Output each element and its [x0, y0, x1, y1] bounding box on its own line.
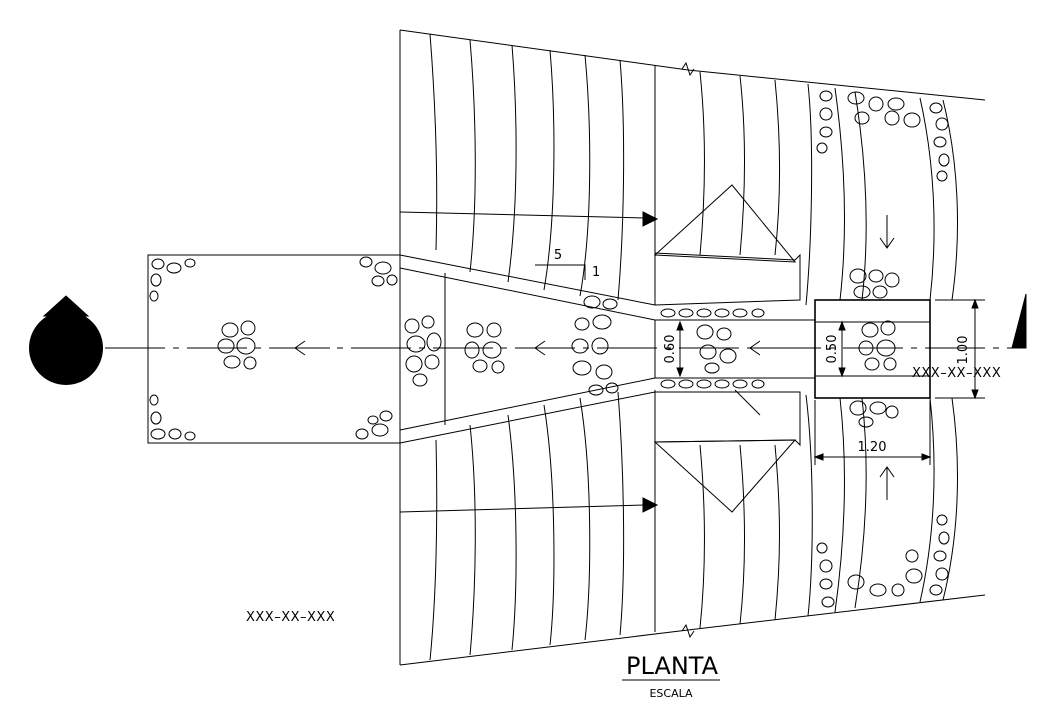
channel-wall-bottom-inner	[399, 377, 656, 431]
stones-inlet	[858, 320, 897, 371]
road-edge	[834, 397, 846, 613]
stones-bank-right-bottom	[816, 514, 950, 608]
flow-arrow	[534, 340, 570, 356]
slope-rise-label: 1	[592, 265, 600, 280]
embankment-top-edge	[399, 29, 986, 101]
break-symbol-bottom	[681, 623, 695, 639]
riprap-stones	[149, 90, 950, 608]
dim-box-length-label: 1.20	[858, 440, 887, 455]
stones-channel-1	[404, 315, 442, 387]
slope-line	[699, 444, 705, 629]
slope-line	[429, 439, 438, 661]
stones-road-top	[847, 91, 921, 299]
embankment-top	[399, 29, 986, 306]
stones-throat	[660, 308, 765, 389]
inlet-box	[814, 299, 931, 399]
apron-outline	[147, 254, 401, 444]
dimension-box-width: 1.00	[935, 298, 985, 400]
wingwall-top	[653, 184, 797, 263]
flow-arrow	[294, 340, 330, 356]
slope-run-label: 5	[554, 248, 562, 263]
stones-apron-topright	[359, 256, 398, 287]
slope-line	[579, 397, 591, 641]
slope-line	[579, 54, 591, 297]
embankment-bottom	[399, 390, 986, 666]
slope-line	[543, 49, 555, 291]
section-marker-sheet: –	[63, 361, 70, 376]
flow-arrow-line-top	[399, 211, 646, 219]
flow-arrowhead-top	[642, 211, 659, 227]
slope-line	[429, 33, 438, 251]
flow-arrow-line-bottom	[399, 504, 646, 513]
dim-throat-width-label: 0.60	[663, 335, 678, 364]
slope-line	[805, 83, 813, 306]
drawing-title-block: PLANTA ESCALA	[622, 652, 720, 700]
flow-arrowhead-bottom	[642, 497, 659, 513]
stones-apron-center	[217, 320, 257, 370]
road-edge	[942, 397, 958, 601]
channel-wall-top-inner	[399, 267, 656, 321]
flow-arrow-down	[879, 215, 895, 249]
section-marker-right	[1011, 293, 1027, 349]
dimension-inlet-width: 0.50	[825, 320, 846, 378]
slope-line	[774, 444, 780, 621]
channel-wall-bottom-outer	[399, 391, 656, 444]
section-marker-letter: X	[59, 321, 73, 345]
stones-apron-bottomleft	[149, 394, 196, 441]
wingwall-bottom-outline	[654, 391, 801, 447]
section-marker-arrow	[42, 295, 90, 317]
drawing-title: PLANTA	[626, 652, 719, 680]
slope-line	[507, 414, 517, 651]
stones-channel-2	[464, 322, 505, 374]
road-edge	[854, 397, 867, 609]
flow-arrow	[749, 340, 785, 356]
road-edge	[942, 99, 958, 301]
slope-line	[469, 39, 476, 273]
leader-line	[734, 389, 761, 416]
channel-wall-top-outer	[399, 254, 656, 306]
wingwall-bottom	[653, 439, 797, 513]
slope-line	[699, 71, 705, 256]
flow-arrow-up	[879, 466, 895, 500]
slope-line	[543, 404, 555, 646]
slope-line	[617, 59, 625, 301]
reference-code-left: XXX–XX–XXX	[246, 610, 335, 625]
slope-indicator: 5 1	[535, 248, 600, 280]
dimension-throat-width: 0.60	[663, 320, 684, 378]
drawing-scale-label: ESCALA	[649, 687, 693, 700]
section-marker-right-flag	[1011, 293, 1027, 349]
road-edge	[919, 397, 935, 603]
stones-bank-right-top	[816, 90, 950, 182]
flow-arrows-axis	[294, 215, 895, 500]
wingwall-top-outline	[654, 252, 801, 306]
stones-apron-topleft	[149, 258, 196, 302]
dim-inlet-width-label: 0.50	[825, 335, 840, 364]
slope-line	[617, 391, 625, 636]
road-edge	[834, 87, 846, 301]
slope-line	[469, 424, 476, 656]
dim-box-width-label: 1.00	[956, 336, 971, 365]
stones-apron-bottomright	[355, 410, 393, 440]
dimension-box-length: 1.20	[813, 400, 932, 465]
reference-code-right: XXX–XX–XXX	[912, 366, 1001, 381]
outlet-apron	[147, 254, 931, 444]
slope-line	[774, 79, 780, 256]
slope-line	[739, 75, 745, 256]
section-marker-left: X –	[29, 295, 103, 385]
stones-road-bottom	[847, 400, 923, 597]
slope-line	[739, 444, 745, 625]
road-edge	[919, 97, 935, 301]
slope-line	[507, 44, 517, 283]
break-symbol-top	[681, 61, 695, 77]
road-edge	[854, 91, 867, 301]
slope-line	[805, 394, 813, 617]
stones-channel-3	[571, 295, 619, 396]
